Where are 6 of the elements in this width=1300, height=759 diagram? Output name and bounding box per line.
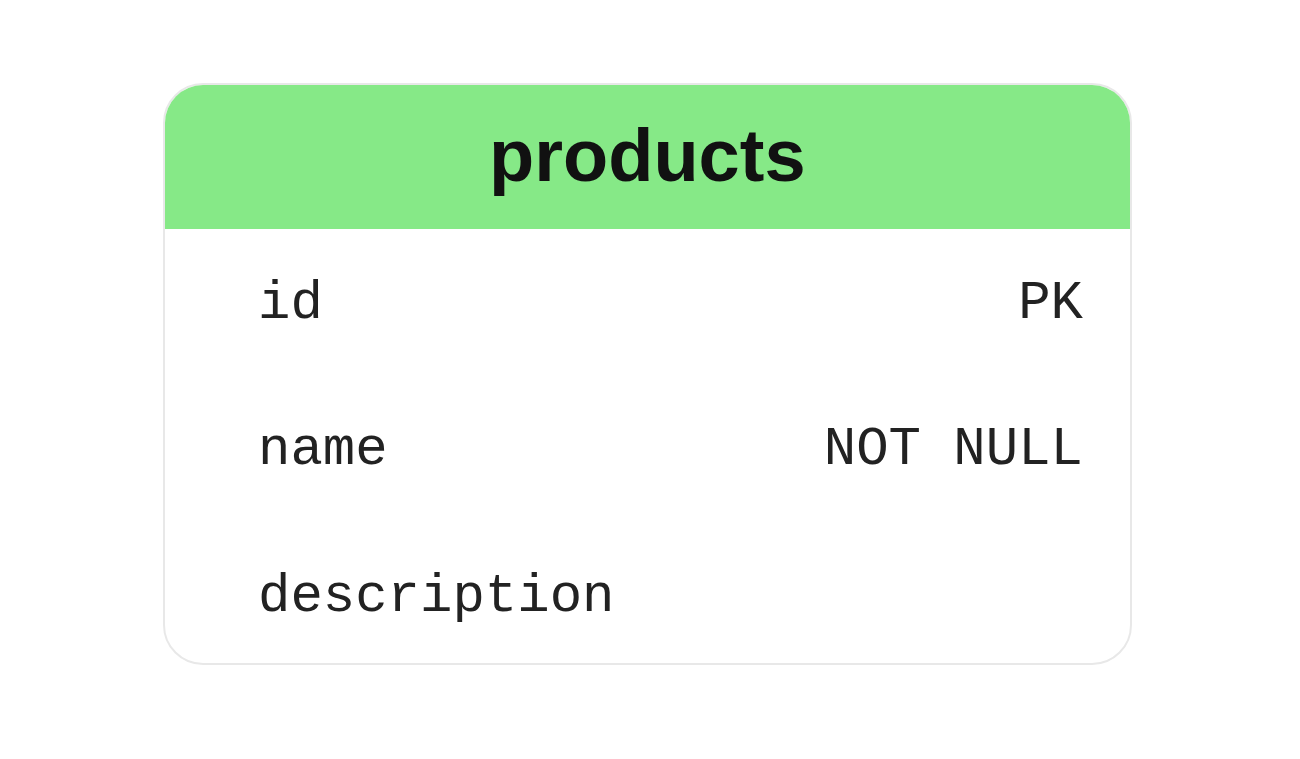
column-name: name <box>258 423 388 477</box>
column-constraint: PK <box>1018 277 1083 331</box>
column-name: id <box>258 277 323 331</box>
entity-card <box>163 83 1132 665</box>
column-constraint: NOT NULL <box>823 423 1083 477</box>
column-name: description <box>258 570 615 624</box>
